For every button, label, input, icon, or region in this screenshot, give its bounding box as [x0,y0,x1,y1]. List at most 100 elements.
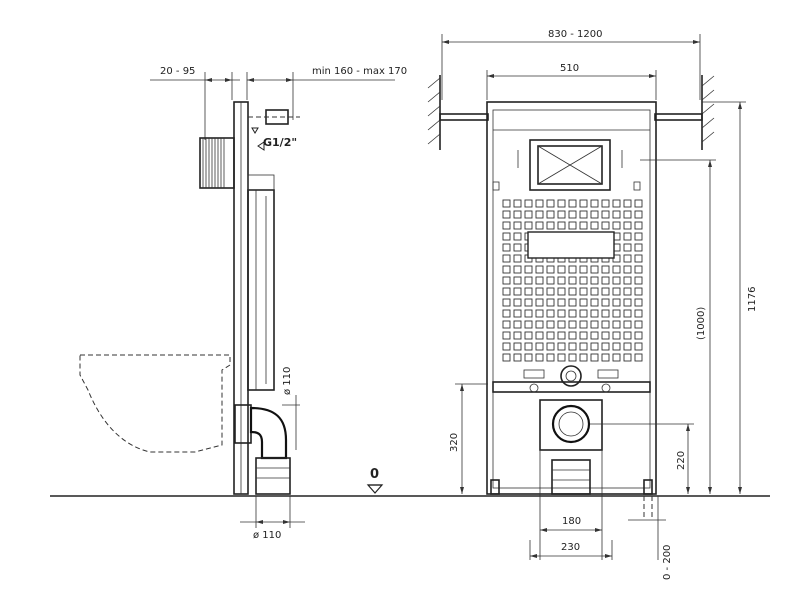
grid-square [502,221,511,230]
dim-inner-width-label: 180 [562,516,581,527]
grid-square [601,342,610,351]
grid-square [623,221,632,230]
grid-square [557,331,566,340]
grid-square [513,243,522,252]
grid-square [535,353,544,362]
grid-square [546,210,555,219]
grid-square [513,331,522,340]
grid-square [502,342,511,351]
grid-square [601,309,610,318]
grid-square [502,199,511,208]
grid-square [623,287,632,296]
grid-square [601,210,610,219]
grid-square [557,276,566,285]
pipe-dia-bottom-label: ø 110 [253,530,281,541]
grid-square [612,265,621,274]
grid-square [513,221,522,230]
dim-total-height-label: 1176 [747,287,758,312]
dim-outer-width-label: 230 [561,542,580,553]
pipe-dia-top-label: ø 110 [282,367,293,395]
grid-square [590,276,599,285]
grid-square [557,221,566,230]
grid-square [524,265,533,274]
grid-square [634,320,643,329]
grid-square [513,353,522,362]
grid-square [502,254,511,263]
grid-square [546,331,555,340]
floor-level-label: 0 [370,467,379,482]
grid-square [502,265,511,274]
grid-square [590,298,599,307]
grid-square [535,221,544,230]
grid-square [623,265,632,274]
grid-square [601,353,610,362]
grid-square [546,221,555,230]
grid-square [612,331,621,340]
grid-square [612,210,621,219]
grid-square [535,320,544,329]
grid-square [535,276,544,285]
grid-square [524,210,533,219]
grid-square [634,210,643,219]
grid-square [557,298,566,307]
grid-square [623,232,632,241]
grid-square [568,265,577,274]
grid-square [546,298,555,307]
grid-square [546,276,555,285]
dim-depth-label: min 160 - max 170 [312,66,407,77]
grid-square [568,276,577,285]
dim-offset-label: 20 - 95 [160,66,195,77]
grid-square [546,320,555,329]
grid-square [568,287,577,296]
grid-square [634,254,643,263]
grid-square [634,353,643,362]
grid-square [535,265,544,274]
grid-square [590,265,599,274]
grid-square [568,331,577,340]
grid-square [513,254,522,263]
grid-square [568,309,577,318]
grid-square [623,254,632,263]
grid-square [535,342,544,351]
grid-square [568,342,577,351]
grid-square [513,199,522,208]
grid-square [557,210,566,219]
grid-square [568,298,577,307]
cistern-pattern-grid [502,199,643,362]
grid-square [634,243,643,252]
grid-square [623,331,632,340]
grid-square [524,353,533,362]
grid-square [502,298,511,307]
grid-square [513,309,522,318]
grid-square [502,232,511,241]
grid-square [502,243,511,252]
grid-square [634,199,643,208]
grid-square [579,210,588,219]
grid-square [612,342,621,351]
grid-square [513,210,522,219]
grid-square [623,243,632,252]
grid-square [634,298,643,307]
grid-square [579,331,588,340]
grid-square [502,276,511,285]
thread-label: G1/2" [263,136,297,149]
grid-square [557,342,566,351]
grid-square [634,265,643,274]
grid-square [546,342,555,351]
dim-mount-width-label: 830 - 1200 [548,29,603,40]
grid-square [524,221,533,230]
grid-square [612,221,621,230]
grid-square [623,199,632,208]
grid-square [601,276,610,285]
grid-square [579,221,588,230]
side-view: 20 - 95 min 160 - max 170 G1/2" [79,66,407,541]
grid-square [524,320,533,329]
grid-square [513,342,522,351]
grid-square [634,276,643,285]
grid-square [623,298,632,307]
grid-square [579,320,588,329]
grid-square [634,342,643,351]
floor-level-marker: 0 [366,467,384,494]
grid-square [546,309,555,318]
